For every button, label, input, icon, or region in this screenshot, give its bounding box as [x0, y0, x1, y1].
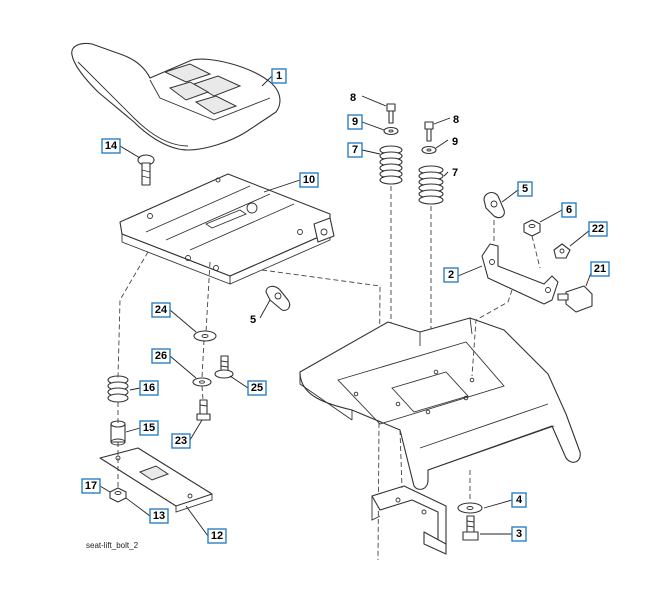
- svg-text:2: 2: [448, 269, 454, 281]
- nut-17: [109, 487, 127, 503]
- screw-25: [214, 355, 234, 379]
- callout-2: 2: [443, 267, 459, 283]
- callout-9-left: 9: [347, 114, 363, 130]
- label-8-right: 8: [453, 114, 459, 126]
- callout-10: 10: [299, 172, 319, 188]
- svg-text:3: 3: [516, 528, 522, 540]
- carriage-bolt: [137, 154, 155, 186]
- svg-text:7: 7: [352, 144, 358, 156]
- lower-mount-bracket: [371, 485, 447, 555]
- washer-9-right: [421, 145, 437, 155]
- svg-text:17: 17: [85, 480, 97, 492]
- callout-12: 12: [207, 528, 227, 544]
- callout-17: 17: [81, 478, 101, 494]
- spring-7-right: [418, 165, 444, 205]
- svg-text:13: 13: [153, 510, 165, 522]
- callout-25: 25: [247, 380, 267, 396]
- washer-22: [553, 243, 571, 259]
- callout-14: 14: [101, 138, 121, 154]
- label-9-right: 9: [452, 136, 458, 148]
- adjuster-bracket: [481, 243, 559, 305]
- callout-6: 6: [561, 202, 577, 218]
- svg-text:4: 4: [516, 494, 523, 506]
- fender-frame: [299, 317, 581, 490]
- callout-16: 16: [139, 380, 159, 396]
- adjuster-knob: [557, 285, 593, 313]
- callout-26: 26: [151, 348, 171, 364]
- seat-clip-lower: [265, 285, 291, 311]
- label-8-left: 8: [350, 92, 356, 104]
- seat-clip-upper: [483, 191, 505, 219]
- washer-9-left: [383, 126, 399, 136]
- svg-text:5: 5: [522, 183, 528, 195]
- callout-21: 21: [590, 261, 610, 277]
- svg-text:23: 23: [175, 435, 187, 447]
- svg-text:25: 25: [251, 382, 263, 394]
- svg-text:22: 22: [592, 223, 604, 235]
- washer-4: [457, 502, 483, 514]
- svg-text:26: 26: [155, 350, 167, 362]
- spring-16: [107, 375, 129, 403]
- svg-text:14: 14: [105, 140, 118, 152]
- callout-24: 24: [151, 302, 171, 318]
- diagram-caption: seat-lift_bolt_2: [86, 541, 139, 550]
- svg-text:24: 24: [155, 304, 168, 316]
- bolt-3: [462, 515, 479, 541]
- slide-bracket: [99, 447, 213, 513]
- label-5-lower: 5: [250, 314, 256, 326]
- svg-text:15: 15: [143, 422, 155, 434]
- spacer-15: [110, 420, 126, 446]
- svg-text:10: 10: [303, 174, 315, 186]
- callout-15: 15: [139, 420, 159, 436]
- bolt-8-right: [424, 121, 434, 142]
- callout-1: 1: [271, 68, 287, 84]
- callout-5-upper: 5: [517, 181, 533, 197]
- nut-6: [523, 219, 541, 237]
- svg-text:12: 12: [211, 530, 223, 542]
- callout-4: 4: [511, 492, 527, 508]
- seat-pan-bracket: [119, 173, 335, 285]
- bolt-23: [196, 399, 211, 421]
- bolt-8-left: [386, 103, 396, 124]
- callout-3: 3: [511, 526, 527, 542]
- svg-text:9: 9: [352, 116, 358, 128]
- svg-text:6: 6: [566, 204, 572, 216]
- seat-cushion: [71, 42, 281, 151]
- svg-text:1: 1: [276, 70, 282, 82]
- callout-23: 23: [171, 433, 191, 449]
- callout-7-left: 7: [347, 142, 363, 158]
- washer-24: [193, 330, 217, 342]
- callout-22: 22: [588, 221, 608, 237]
- washer-26: [192, 377, 212, 387]
- svg-text:21: 21: [594, 263, 606, 275]
- callout-13: 13: [149, 508, 169, 524]
- svg-text:16: 16: [143, 382, 155, 394]
- spring-7-left: [379, 145, 403, 185]
- label-7-right: 7: [452, 167, 458, 179]
